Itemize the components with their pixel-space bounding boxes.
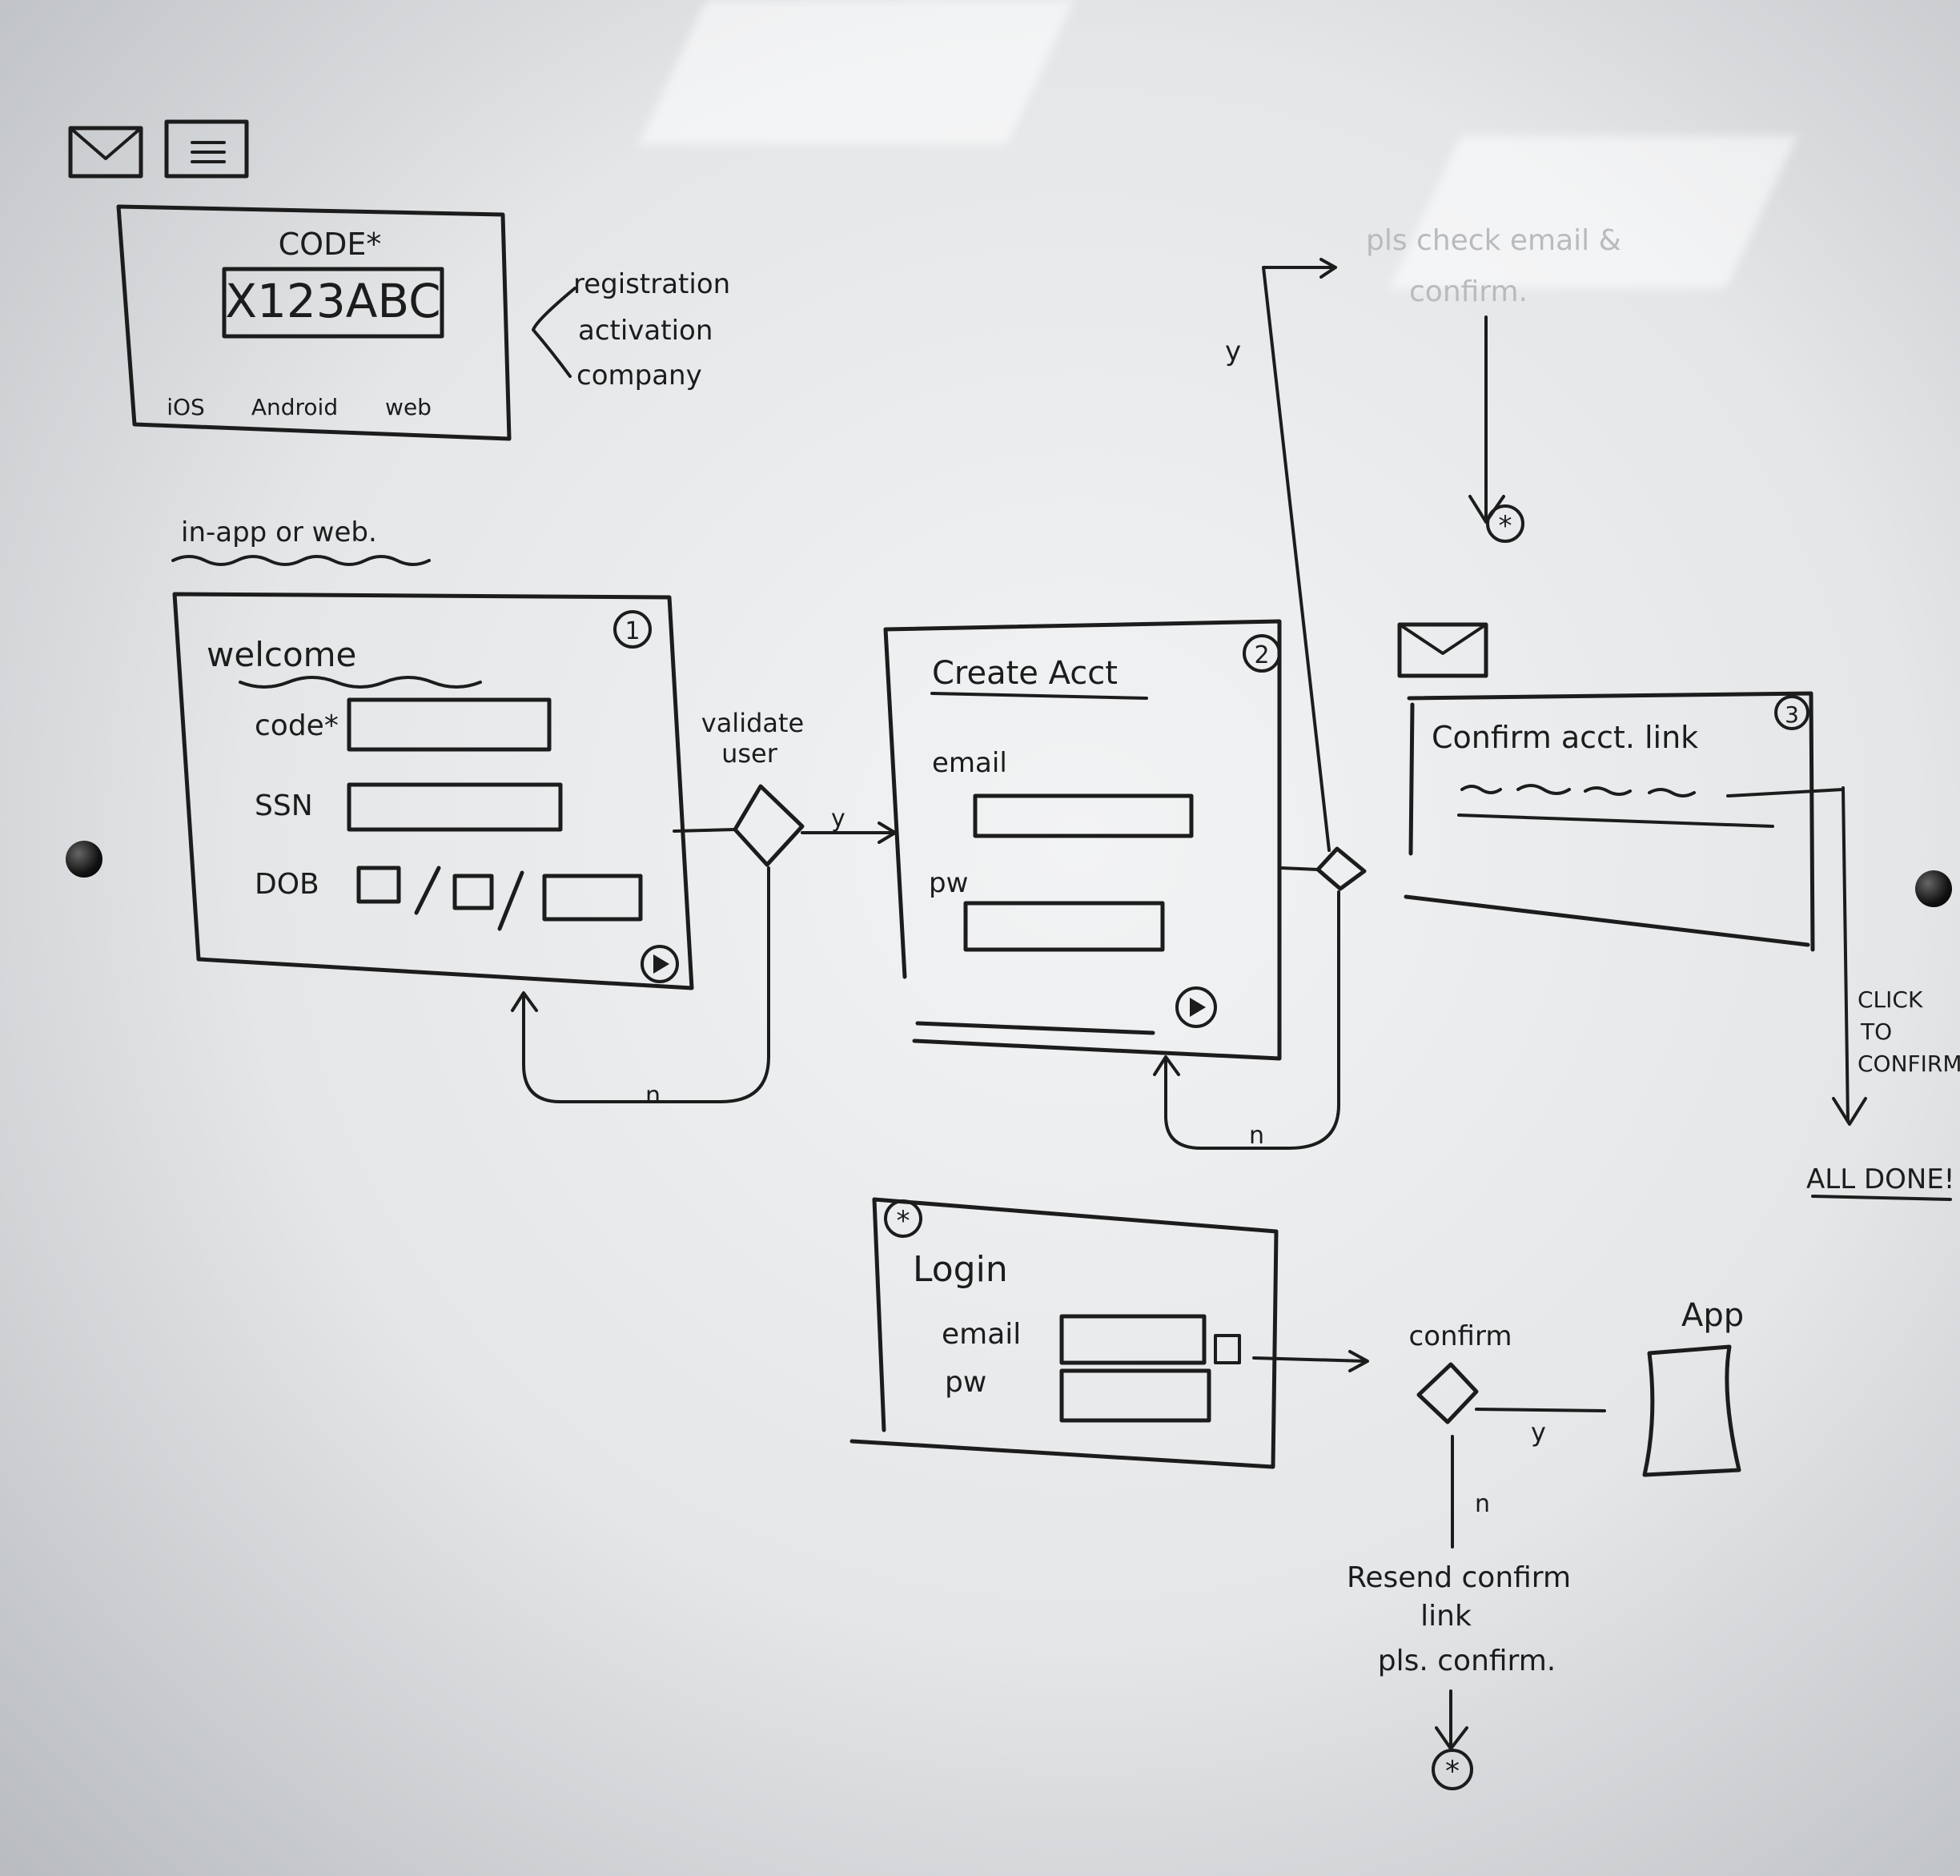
section-label: in-app or web.	[171, 516, 431, 566]
login-field-label-email: email	[942, 1318, 1021, 1351]
welcome-step-number: 1	[625, 617, 640, 645]
create-field-label-email: email	[932, 747, 1007, 779]
confirm-title: Confirm acct. link	[1432, 720, 1698, 755]
welcome-screen: 1 welcome code* SSN DOB	[172, 592, 694, 990]
login-start-star: *	[897, 1205, 910, 1237]
create-no-label: n	[1249, 1122, 1264, 1150]
login-field-label-pw: pw	[945, 1366, 986, 1399]
resend-line2: link	[1420, 1600, 1472, 1633]
resend-confirm: Resend confirm link pls. confirm. *	[1347, 1561, 1571, 1790]
message-icon	[164, 119, 249, 179]
email-icon	[68, 126, 143, 179]
code-card-code: X123ABC	[225, 274, 440, 328]
validate-label-line1: validate	[701, 708, 804, 738]
validate-label-line2: user	[721, 738, 778, 769]
email-notice: pls check email & confirm. *	[1366, 224, 1621, 543]
annotation-activation: activation	[578, 315, 713, 347]
code-card-title: CODE*	[279, 227, 382, 262]
all-done: ALL DONE!	[1806, 1163, 1954, 1201]
platform-android: Android	[251, 394, 338, 420]
create-account-screen: 2 Create Acct email pw	[883, 619, 1282, 1061]
platform-web: web	[385, 394, 432, 420]
code-card: CODE* X123ABC iOS Android web	[116, 204, 512, 441]
app-label: App	[1681, 1297, 1744, 1334]
create-title: Create Acct	[932, 655, 1118, 692]
email-notice-line2: confirm.	[1409, 275, 1528, 308]
validate-no-label: n	[645, 1082, 661, 1110]
click-to-confirm: CLICK TO CONFIRM	[1858, 986, 1960, 1077]
create-decision: y n	[1153, 258, 1367, 1150]
platform-ios: iOS	[167, 394, 205, 420]
email-notice-end-star: *	[1499, 510, 1512, 542]
validate-yes-label: y	[831, 805, 845, 833]
click-line2: TO	[1860, 1018, 1892, 1045]
confirm-decision-label: confirm	[1409, 1320, 1512, 1352]
resend-line3: pls. confirm.	[1378, 1645, 1556, 1677]
email-notice-line1: pls check email &	[1366, 224, 1621, 257]
click-line1: CLICK	[1858, 986, 1923, 1013]
validate-decision: validate user y n	[511, 708, 897, 1110]
confirm-step-number: 3	[1785, 701, 1799, 728]
field-label-ssn: SSN	[255, 789, 313, 822]
create-yes-label: y	[1225, 335, 1241, 368]
magnet-right	[1915, 870, 1952, 907]
login-title: Login	[913, 1249, 1008, 1290]
create-field-label-pw: pw	[929, 867, 968, 899]
app-screen: App	[1642, 1297, 1744, 1477]
annotation-company: company	[576, 360, 702, 392]
confirm-account-screen: 3 Confirm acct. link	[1404, 691, 1867, 1126]
all-done-text: ALL DONE!	[1806, 1163, 1954, 1195]
confirm-yes-label: y	[1531, 1417, 1546, 1448]
welcome-title: welcome	[207, 635, 356, 674]
confirm-email-icon	[1397, 622, 1488, 678]
code-card-annotations: registration activation company	[532, 268, 730, 392]
login-screen: * Login email pw	[849, 1197, 1369, 1469]
field-label-dob: DOB	[255, 868, 319, 901]
confirm-decision: confirm y n	[1409, 1320, 1606, 1549]
resend-line1: Resend confirm	[1347, 1561, 1571, 1594]
magnet-left	[66, 841, 102, 878]
resend-end-star: *	[1445, 1755, 1460, 1788]
confirm-no-label: n	[1475, 1490, 1490, 1518]
section-label-text: in-app or web.	[181, 516, 377, 548]
annotation-registration: registration	[573, 268, 730, 300]
create-step-number: 2	[1254, 641, 1269, 669]
click-line3: CONFIRM	[1858, 1050, 1960, 1077]
field-label-code: code*	[255, 709, 339, 742]
